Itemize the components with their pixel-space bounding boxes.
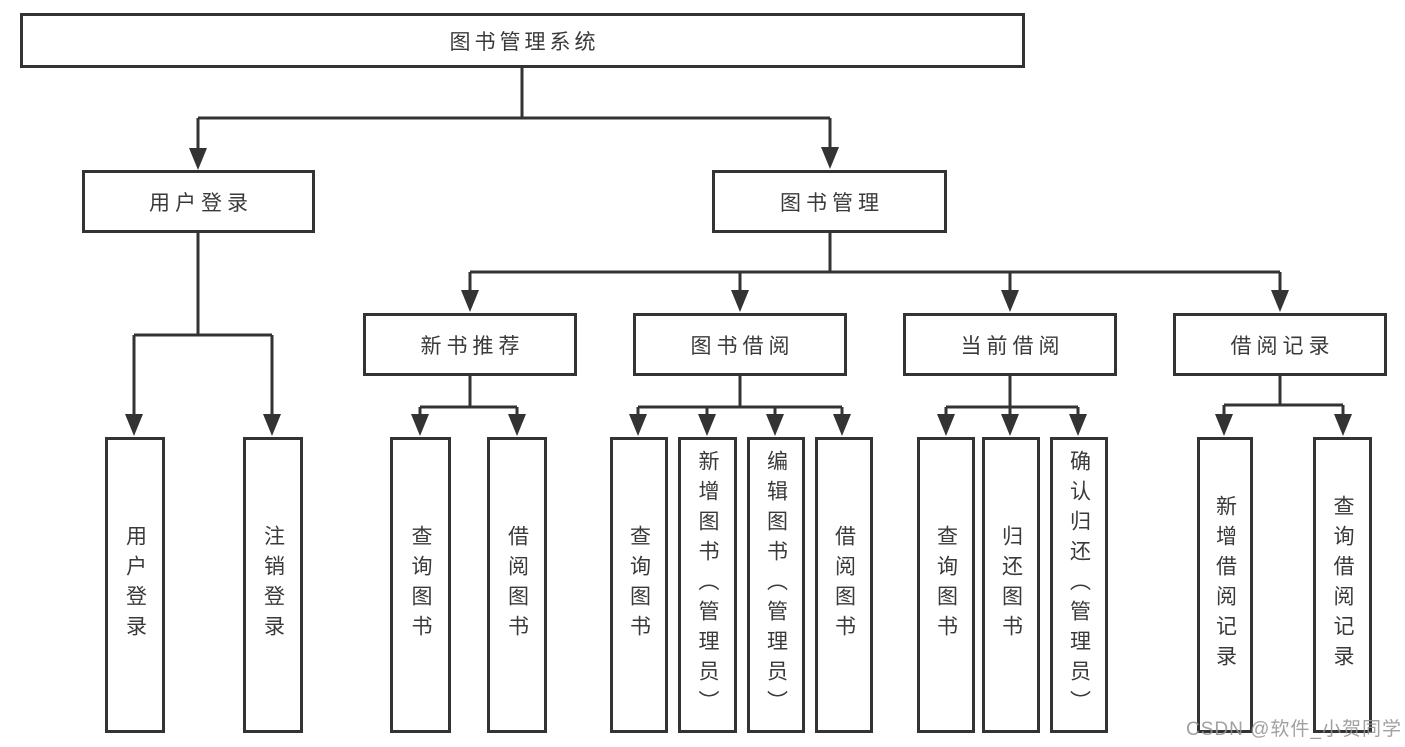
node-label: 查询图书	[409, 525, 432, 645]
node-label: 新增借阅记录	[1213, 495, 1237, 675]
csdn-watermark: CSDN @软件_小贺同学	[1186, 719, 1402, 740]
leaf-query-books-borrow: 查询图书	[610, 437, 668, 733]
leaf-query-books-current: 查询图书	[917, 437, 975, 733]
leaf-query-books-recommend: 查询图书	[390, 437, 451, 733]
node-label: 查询图书	[934, 525, 958, 645]
node-borrow-records: 借阅记录	[1173, 313, 1387, 376]
leaf-borrow-books-recommend: 借阅图书	[487, 437, 547, 733]
node-label: 借阅图书	[505, 525, 529, 645]
leaf-confirm-return-admin: 确认归还（管理员）	[1050, 437, 1108, 733]
node-current-borrowing: 当前借阅	[903, 313, 1117, 376]
connector-segments	[132, 68, 1345, 416]
node-label: 图书管理系统	[449, 30, 600, 54]
node-label: 查询借阅记录	[1331, 495, 1354, 675]
node-label: 借阅记录	[1230, 334, 1335, 358]
node-label: 归还图书	[999, 525, 1023, 645]
node-label: 确认归还（管理员）	[1067, 450, 1091, 720]
leaf-query-borrow-record: 查询借阅记录	[1313, 437, 1372, 733]
node-label: 借阅图书	[832, 525, 856, 645]
leaf-borrow-books: 借阅图书	[815, 437, 873, 733]
node-library-management-system: 图书管理系统	[20, 13, 1025, 68]
node-label: 注销登录	[261, 525, 285, 645]
node-user-login: 用户登录	[82, 170, 315, 233]
leaf-add-borrow-record: 新增借阅记录	[1197, 437, 1253, 733]
node-label: 新书推荐	[420, 334, 525, 358]
node-label: 新增图书（管理员）	[696, 450, 719, 720]
node-label: 用户登录	[123, 525, 147, 645]
node-book-borrowing: 图书借阅	[633, 313, 847, 376]
node-label: 查询图书	[627, 525, 651, 645]
node-label: 用户登录	[149, 191, 253, 215]
leaf-edit-books-admin: 编辑图书（管理员）	[747, 437, 805, 733]
node-book-management: 图书管理	[712, 170, 947, 233]
node-label: 当前借阅	[960, 334, 1065, 358]
leaf-user-login: 用户登录	[105, 437, 165, 733]
node-new-book-recommend: 新书推荐	[363, 313, 577, 376]
node-label: 图书管理	[780, 191, 884, 215]
arrowheads	[125, 147, 1352, 436]
leaf-return-books: 归还图书	[982, 437, 1040, 733]
leaf-add-books-admin: 新增图书（管理员）	[678, 437, 737, 733]
leaf-logout: 注销登录	[243, 437, 303, 733]
node-label: 图书借阅	[690, 334, 795, 358]
node-label: 编辑图书（管理员）	[764, 450, 788, 720]
